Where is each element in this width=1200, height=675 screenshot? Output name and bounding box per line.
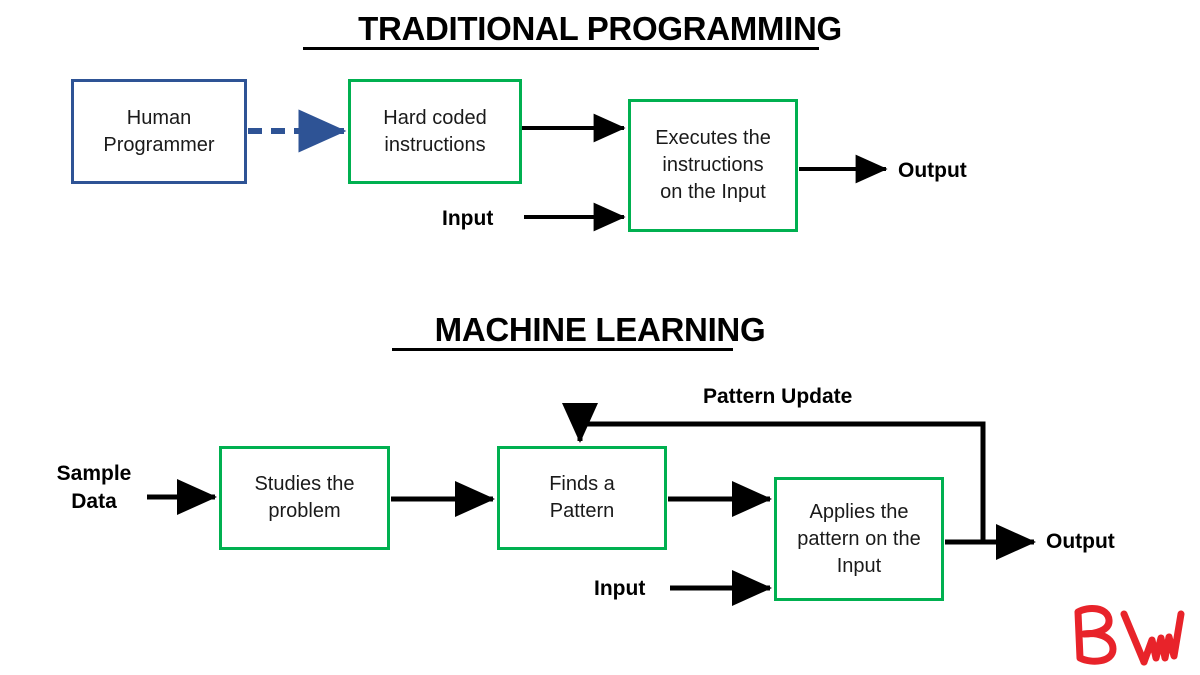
section-title-traditional-programming: TRADITIONAL PROGRAMMING xyxy=(358,10,842,47)
box-finds-a-pattern[interactable]: Finds a Pattern xyxy=(497,446,667,550)
box-applies-the-pattern[interactable]: Applies the pattern on the Input xyxy=(774,477,944,601)
label-ml-input: Input xyxy=(594,577,646,600)
box-human-programmer[interactable]: Human Programmer xyxy=(71,79,247,184)
arrow-pattern-update-feedback xyxy=(561,403,986,542)
title-underline-machine-learning xyxy=(392,348,733,351)
title-underline-traditional-programming xyxy=(303,47,819,50)
label-traditional-input: Input xyxy=(442,207,494,230)
box-executes-instructions[interactable]: Executes the instructions on the Input xyxy=(628,99,798,232)
box-studies-the-problem[interactable]: Studies the problem xyxy=(219,446,390,550)
box-finds-a-pattern-label: Finds a Pattern xyxy=(549,473,615,522)
box-human-programmer-label: Human Programmer xyxy=(103,106,215,156)
label-ml-output: Output xyxy=(1046,530,1115,553)
box-hard-coded-instructions-label: Hard coded instructions xyxy=(383,106,487,156)
label-ml-sample-data: Sample Data xyxy=(56,462,132,514)
box-studies-the-problem-label: Studies the problem xyxy=(254,473,355,522)
box-hard-coded-instructions[interactable]: Hard coded instructions xyxy=(348,79,522,184)
signature-bw xyxy=(1074,604,1185,666)
box-executes-instructions-label: Executes the instructions on the Input xyxy=(655,127,771,203)
box-applies-the-pattern-label: Applies the pattern on the Input xyxy=(797,500,921,577)
label-traditional-output: Output xyxy=(898,159,967,182)
label-pattern-update: Pattern Update xyxy=(703,385,853,408)
section-title-machine-learning: MACHINE LEARNING xyxy=(434,311,766,348)
